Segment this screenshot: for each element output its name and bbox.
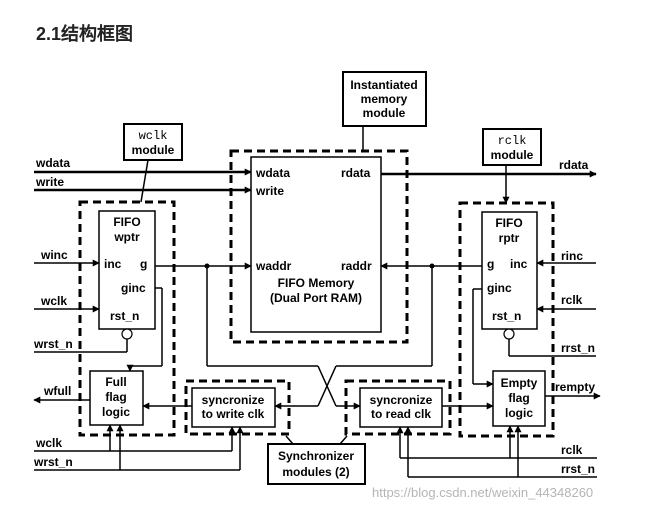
rclk-callout-line2: module (491, 148, 534, 162)
sync-write-line2: to write clk (202, 407, 265, 421)
wptr-port-inc: inc (104, 257, 122, 271)
empty-flag-line1: Empty (501, 376, 538, 390)
signal-wrst-n-bottom: wrst_n (33, 455, 73, 469)
mem-port-waddr: waddr (255, 259, 292, 273)
rptr-block (481, 211, 538, 330)
rptr-port-rst: rst_n (492, 309, 521, 323)
rptr-reset-bubble (503, 328, 515, 340)
signal-winc: winc (40, 248, 68, 262)
memory-callout-line3: module (363, 106, 406, 120)
signal-rrst-n-bottom: rrst_n (561, 462, 595, 476)
signal-wfull: wfull (43, 384, 71, 398)
full-flag-line2: flag (105, 390, 126, 404)
memory-module-boundary (229, 149, 409, 344)
sync-to-write-block (191, 387, 276, 428)
write-domain-boundary (78, 200, 176, 437)
full-flag-line1: Full (105, 375, 126, 389)
signal-wdata: wdata (35, 156, 70, 170)
wptr-title-line2: wptr (113, 230, 140, 244)
sync-write-line1: syncronize (202, 393, 265, 407)
signal-rclk: rclk (561, 293, 583, 307)
memory-callout-line2: memory (361, 92, 408, 106)
signal-rdata: rdata (559, 158, 589, 172)
signal-rinc: rinc (561, 249, 583, 263)
rptr-title-line2: rptr (499, 231, 520, 245)
rptr-port-inc: inc (510, 257, 528, 271)
rptr-title-line1: FIFO (495, 216, 522, 230)
full-flag-line3: logic (102, 405, 130, 419)
sync-callout-box (267, 443, 366, 485)
sync-read-line1: syncronize (370, 393, 433, 407)
rclk-callout-box (482, 128, 542, 166)
mem-title-line2: (Dual Port RAM) (270, 291, 362, 305)
wclk-callout-line2: module (132, 143, 175, 157)
wclk-callout-box (123, 123, 183, 161)
signal-write: write (35, 175, 64, 189)
signal-wclk-bottom: wclk (35, 436, 62, 450)
mem-title-line1: FIFO Memory (278, 276, 355, 290)
empty-flag-line2: flag (508, 391, 529, 405)
empty-flag-line3: logic (505, 406, 533, 420)
wptr-port-ginc: ginc (121, 281, 146, 295)
wptr-title-line1: FIFO (113, 215, 140, 229)
wptr-port-g: g (140, 257, 147, 271)
signal-rempty: rempty (555, 380, 595, 394)
mem-port-wdata: wdata (255, 166, 290, 180)
mem-port-write: write (255, 184, 284, 198)
rptr-port-g: g (487, 257, 494, 271)
read-sync-boundary (344, 379, 452, 436)
wptr-block (98, 210, 156, 330)
mem-port-raddr: raddr (341, 259, 372, 273)
signal-wclk: wclk (40, 294, 67, 308)
signal-rrst-n: rrst_n (561, 341, 595, 355)
sync-callout-line2: modules (2) (282, 465, 349, 479)
signal-rclk-bottom: rclk (561, 443, 583, 457)
signal-wrst-n: wrst_n (33, 337, 73, 351)
rptr-port-ginc: ginc (487, 281, 512, 295)
watermark: https://blog.csdn.net/weixin_44348260 (372, 485, 593, 500)
mem-port-rdata: rdata (341, 166, 371, 180)
wptr-reset-bubble (121, 328, 133, 340)
wptr-port-rst: rst_n (110, 309, 139, 323)
empty-flag-block (492, 370, 546, 427)
memory-callout-line1: Instantiated (350, 78, 417, 92)
sync-callout-line1: Synchronizer (278, 449, 354, 463)
sync-read-line2: to read clk (371, 407, 431, 421)
page-heading: 2.1结构框图 (36, 24, 134, 44)
wclk-callout-line1: wclk (139, 129, 168, 143)
rclk-callout-line1: rclk (498, 134, 527, 148)
memory-callout-box (342, 71, 427, 127)
fifo-memory-block (250, 156, 382, 333)
